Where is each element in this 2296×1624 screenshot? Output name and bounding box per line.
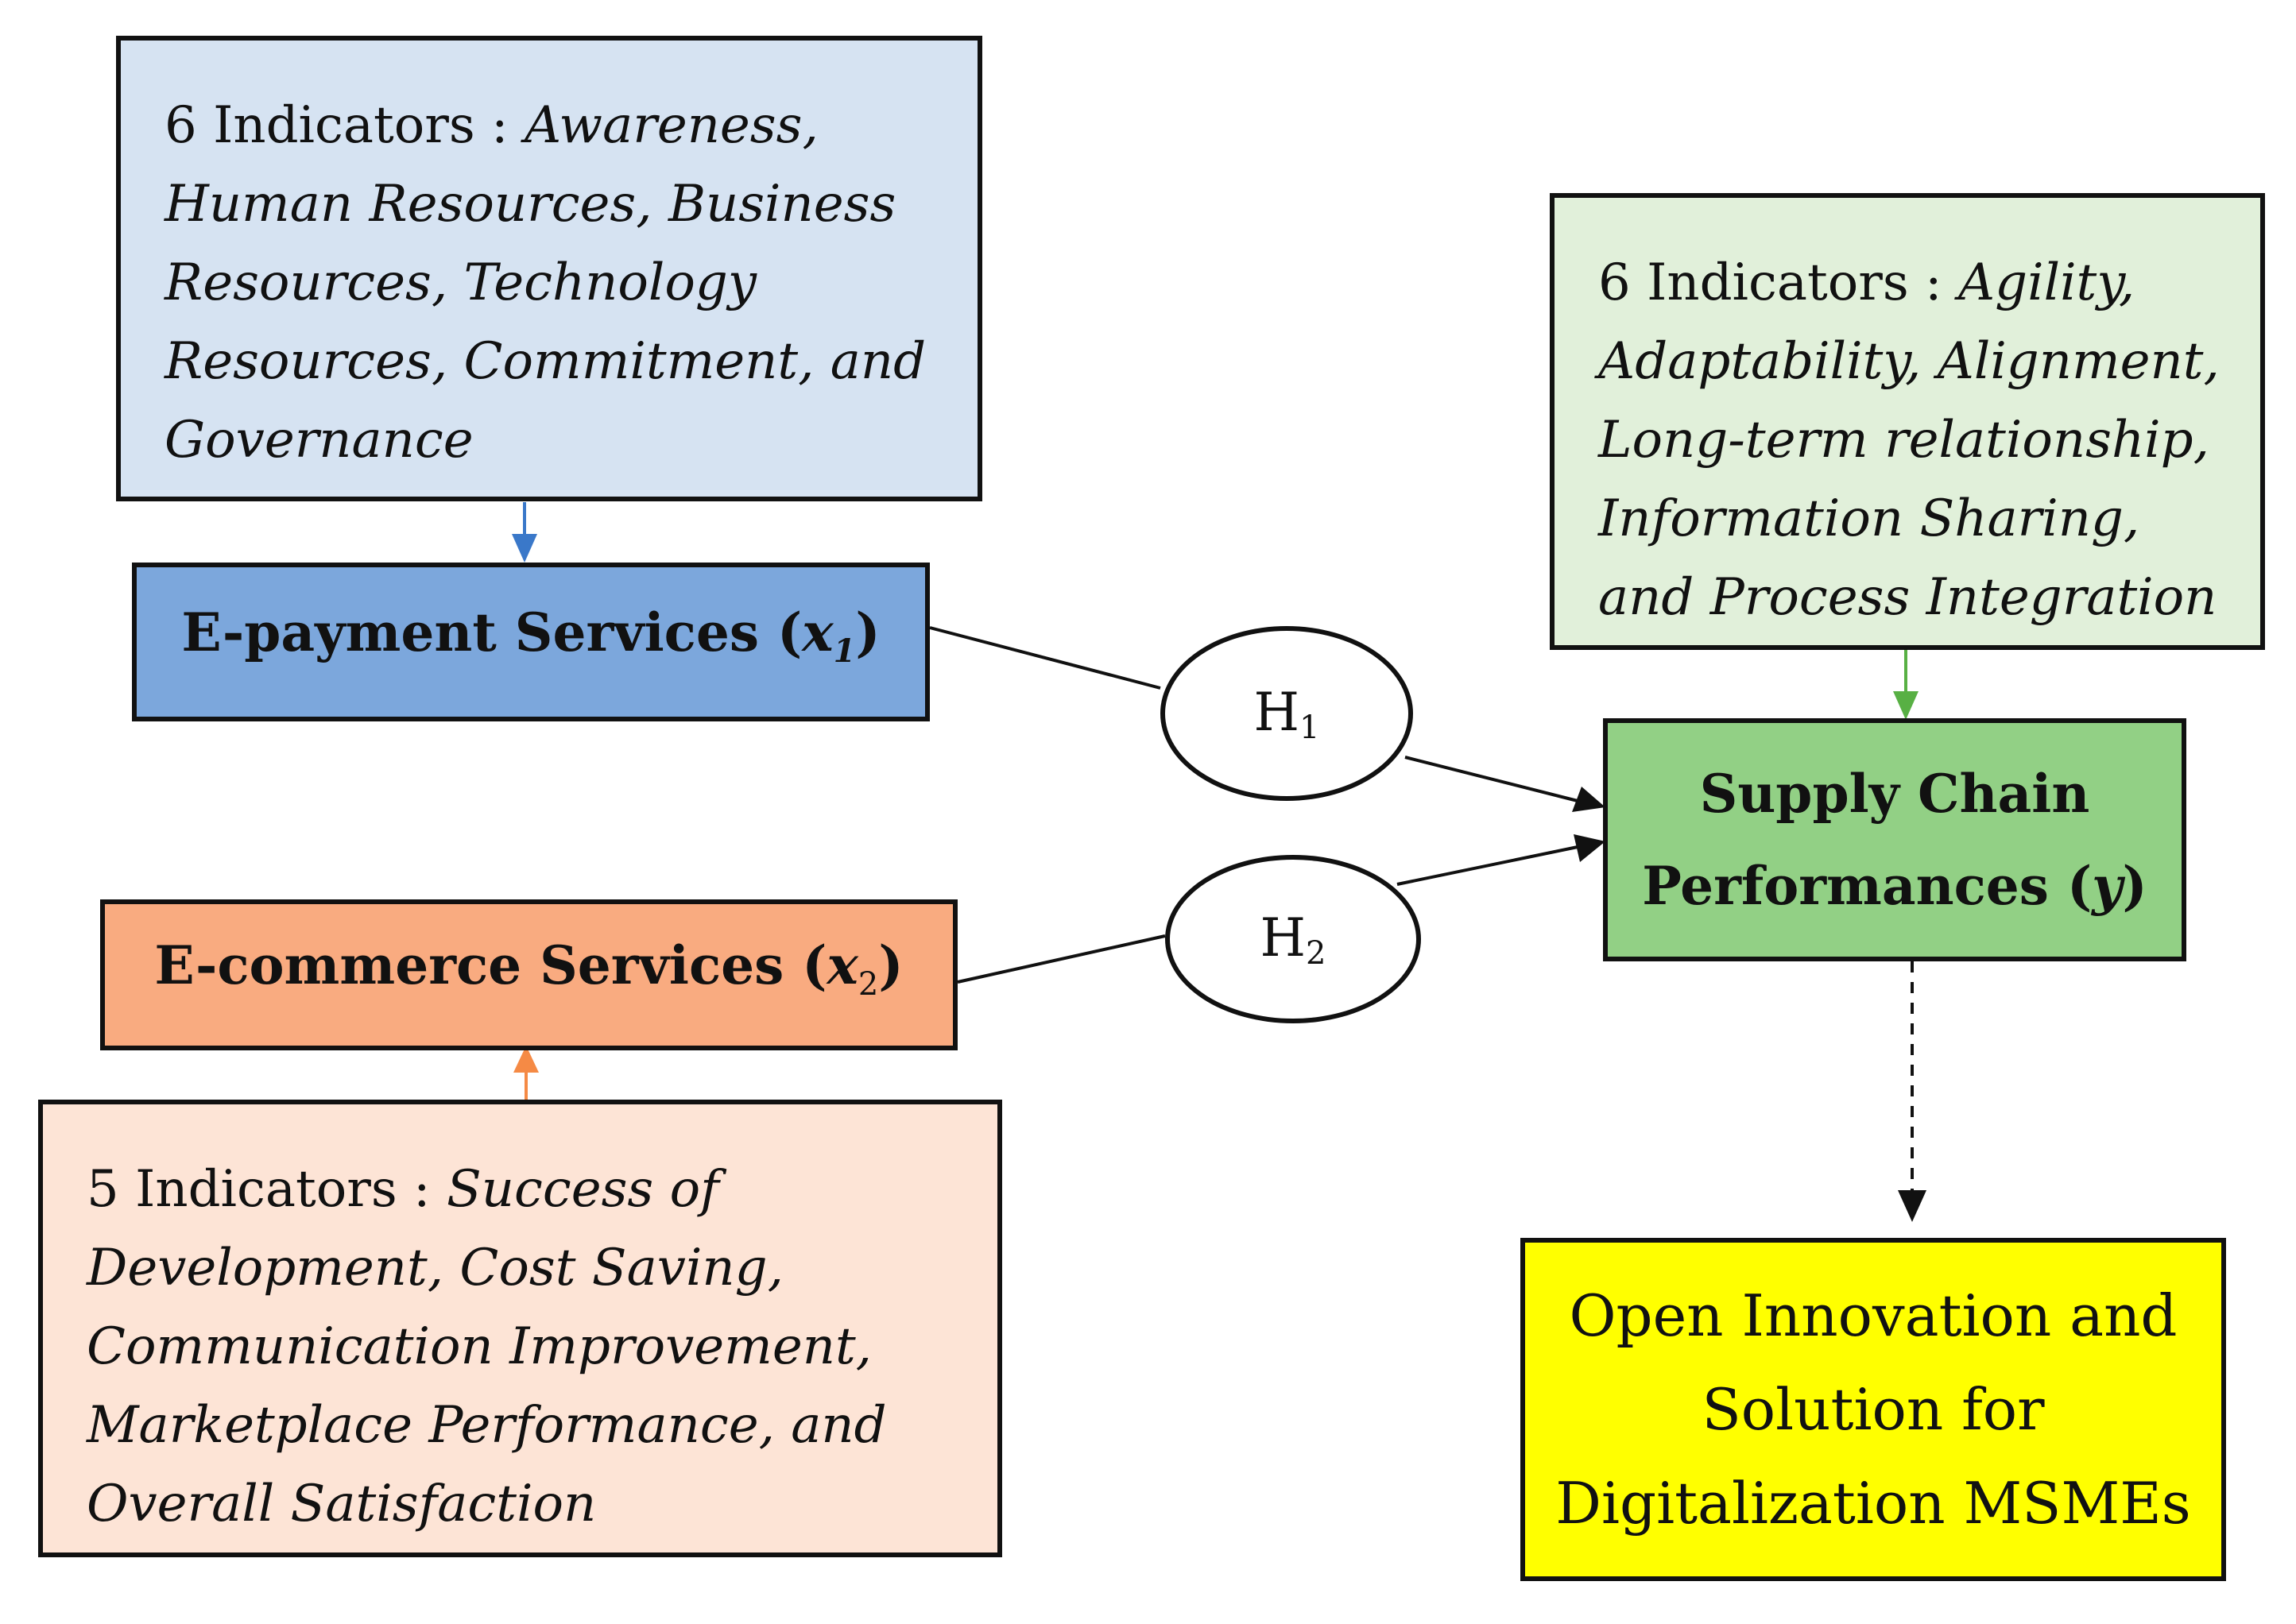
arrow-head-h1-y: [1572, 787, 1605, 812]
indicators-x1-lead: 6 Indicators :: [165, 96, 525, 155]
hypothesis-h1: H1: [1160, 626, 1413, 801]
outcome-line3: Digitalization MSMEs: [1555, 1470, 2191, 1537]
ecommerce-services-box: E-commerce Services (x2): [100, 899, 958, 1050]
arrow-head-ind-x2: [513, 1046, 539, 1073]
arrow-head-y-outcome: [1898, 1190, 1926, 1222]
arrow-head-h2-y: [1574, 834, 1605, 862]
indicators-x1-box: 6 Indicators : Awareness, Human Resource…: [116, 36, 982, 501]
hypothesis-h2-label: H2: [1260, 907, 1326, 972]
ecommerce-services-label: E-commerce Services (x2): [154, 934, 904, 1003]
outcome-box: Open Innovation and Solution for Digital…: [1520, 1238, 2226, 1581]
supply-chain-performances-box: Supply Chain Performances (y): [1603, 718, 2186, 961]
indicators-y-items: Agility, Adaptability, Alignment, Long-t…: [1598, 253, 2220, 627]
supply-chain-line1: Supply Chain: [1699, 763, 2090, 825]
indicators-x2-box: 5 Indicators : Success of Development, C…: [38, 1100, 1002, 1557]
indicators-x1-items: Awareness, Human Resources, Business Res…: [165, 96, 927, 470]
epayment-services-label: E-payment Services (x1): [181, 601, 881, 671]
outcome-line2: Solution for: [1702, 1376, 2045, 1443]
supply-chain-line2: Performances (y): [1642, 855, 2147, 917]
indicators-x2-lead: 5 Indicators :: [87, 1160, 447, 1219]
outcome-line1: Open Innovation and: [1569, 1282, 2178, 1349]
indicators-x2-items: Success of Development, Cost Saving, Com…: [87, 1160, 887, 1533]
hypothesis-h2: H2: [1165, 855, 1421, 1023]
link-h2-y: [1396, 845, 1578, 886]
hypothesis-h1-label: H1: [1253, 681, 1320, 746]
arrow-head-ind-x1: [512, 534, 537, 563]
arrow-head-ind-y: [1893, 691, 1918, 720]
link-x2-h2: [957, 934, 1166, 984]
link-h1-y: [1404, 756, 1578, 802]
indicators-y-box: 6 Indicators : Agility, Adaptability, Al…: [1550, 193, 2265, 650]
indicators-y-lead: 6 Indicators :: [1598, 253, 1958, 312]
link-x1-h1: [929, 626, 1161, 690]
epayment-services-box: E-payment Services (x1): [132, 563, 930, 721]
